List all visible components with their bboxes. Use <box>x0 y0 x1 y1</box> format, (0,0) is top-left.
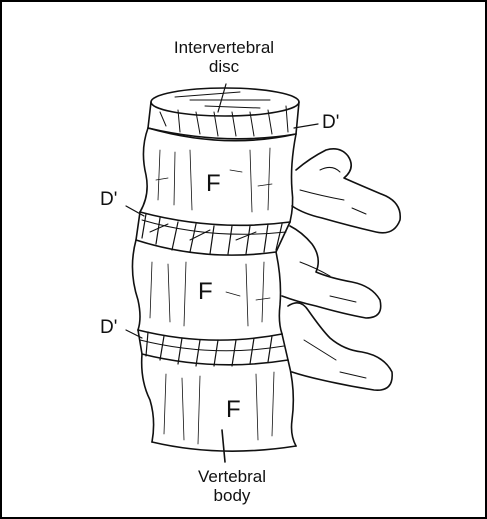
vertebral-line2: body <box>198 486 266 505</box>
d-prime-top-label: D' <box>322 113 339 132</box>
intervertebral-label: Intervertebral disc <box>174 38 274 76</box>
d-prime-left-upper-label: D' <box>100 190 117 209</box>
lower-vertebra <box>142 354 296 462</box>
intervertebral-line2: disc <box>174 57 274 76</box>
f-middle-label: F <box>198 282 213 301</box>
vertebral-line1: Vertebral <box>198 467 266 486</box>
intervertebral-line1: Intervertebral <box>174 38 274 57</box>
vertebral-body-label: Vertebral body <box>198 467 266 505</box>
posterior-processes <box>282 149 400 390</box>
upper-middle-disc <box>136 212 290 255</box>
top-disc <box>148 88 299 141</box>
f-lower-label: F <box>226 400 241 419</box>
f-upper-label: F <box>206 174 221 193</box>
d-prime-left-lower-label: D' <box>100 318 117 337</box>
